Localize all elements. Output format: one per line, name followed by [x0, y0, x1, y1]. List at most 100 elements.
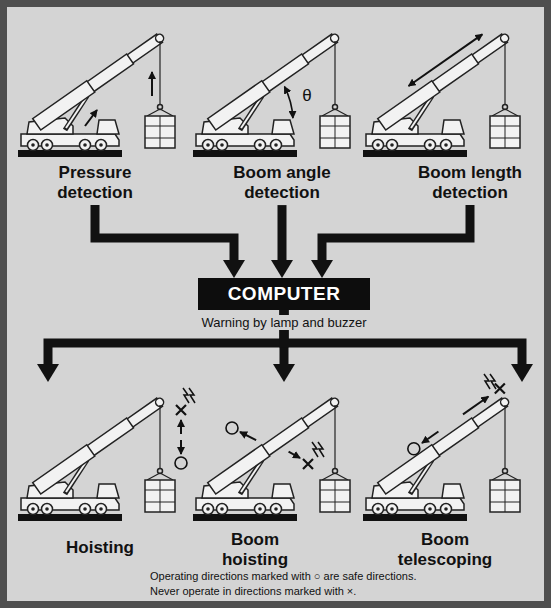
buzzer-bolt [490, 374, 496, 389]
load-box-lines [145, 116, 175, 148]
sling [322, 473, 348, 480]
wheel [42, 504, 53, 515]
wheel [387, 140, 398, 151]
sling [322, 109, 348, 116]
hook [333, 469, 338, 474]
wheel-hub [31, 143, 35, 147]
sling [492, 109, 518, 116]
crane-panel: Boom hoisting [190, 382, 355, 572]
panel-label: Boom length detection [408, 163, 533, 202]
computer-label: COMPUTER [208, 283, 360, 305]
motion-arrow [85, 110, 97, 126]
wheel [255, 140, 266, 151]
wheel [255, 504, 266, 515]
load-box-lines [490, 480, 520, 512]
outer-frame [4, 4, 548, 605]
load-box-lines [145, 480, 175, 512]
crane-panel: Boom telescoping [360, 382, 535, 572]
panel-label: Pressure detection [33, 163, 158, 202]
wheel-hub [258, 507, 262, 511]
load-box [490, 116, 520, 148]
load-box-lines [320, 116, 350, 148]
boom-base-section [33, 81, 95, 130]
load-box-lines [490, 116, 520, 148]
motion-arrow [180, 420, 182, 434]
wheel-hub [258, 143, 262, 147]
cab [272, 120, 294, 134]
wheel [425, 504, 436, 515]
wheel [203, 140, 214, 151]
wheel [271, 140, 282, 151]
signal-arrow [95, 205, 234, 260]
wheel [387, 504, 398, 515]
load-box [320, 480, 350, 512]
unsafe-mark [176, 405, 186, 415]
boom [208, 30, 342, 130]
wheel [96, 504, 107, 515]
wheel-hub [206, 507, 210, 511]
crane-panel: Pressure detection [15, 22, 175, 205]
cab [272, 484, 294, 498]
safe-mark [408, 443, 420, 455]
panel-label: Boom hoisting [208, 530, 303, 569]
hoist-rope [334, 41, 335, 104]
wheel [271, 504, 282, 515]
wheel-hub [45, 507, 49, 511]
wheel [96, 140, 107, 151]
crane-panel: Boom angle detection [190, 22, 355, 205]
crane-figure [18, 388, 195, 521]
cab [97, 484, 119, 498]
motion-arrow [151, 72, 153, 96]
wheel [441, 140, 452, 151]
wheel [28, 140, 39, 151]
crane-panel: Hoisting [15, 382, 180, 561]
wheel-hub [428, 507, 432, 511]
buzzer-bolt [484, 374, 490, 389]
crane-panel: Boom length detection [360, 22, 535, 205]
wheel-hub [83, 507, 87, 511]
wheel [373, 140, 384, 151]
crane-figure [363, 30, 520, 157]
motion-arrow [422, 432, 438, 443]
boom-base-section [33, 445, 95, 494]
wheel [373, 504, 384, 515]
hook [158, 469, 163, 474]
load-box [145, 116, 175, 148]
boom-base-section [208, 445, 270, 494]
angle-arc [284, 87, 292, 118]
hook [158, 105, 163, 110]
cab [442, 484, 464, 498]
wheel [203, 504, 214, 515]
motion-arrow [240, 432, 256, 440]
panel-label: Boom angle detection [220, 163, 345, 202]
boom-base-section [208, 81, 270, 130]
hook [503, 105, 508, 110]
boom [33, 30, 167, 130]
wheel [217, 504, 228, 515]
crane-figure [193, 394, 350, 521]
boom [33, 394, 167, 494]
boom [208, 394, 342, 494]
warning-note: Warning by lamp and buzzer [199, 315, 370, 330]
wheel [28, 504, 39, 515]
wheel [441, 504, 452, 515]
wheel [42, 140, 53, 151]
load-box-lines [320, 480, 350, 512]
angle-symbol: θ [302, 86, 311, 106]
buzzer-bolt [312, 442, 318, 457]
wheel [80, 140, 91, 151]
safe-mark [175, 457, 187, 469]
panel-label: Boom telescoping [385, 530, 505, 569]
sling [147, 109, 173, 116]
boom [378, 394, 512, 494]
wheel-hub [444, 507, 448, 511]
hoist-rope [504, 41, 505, 104]
hook [503, 469, 508, 474]
motion-arrow [289, 452, 300, 458]
wheel [217, 140, 228, 151]
unsafe-mark [303, 459, 313, 469]
wheel-hub [99, 507, 103, 511]
buzzer-bolt [318, 442, 324, 457]
wheel-hub [390, 507, 394, 511]
